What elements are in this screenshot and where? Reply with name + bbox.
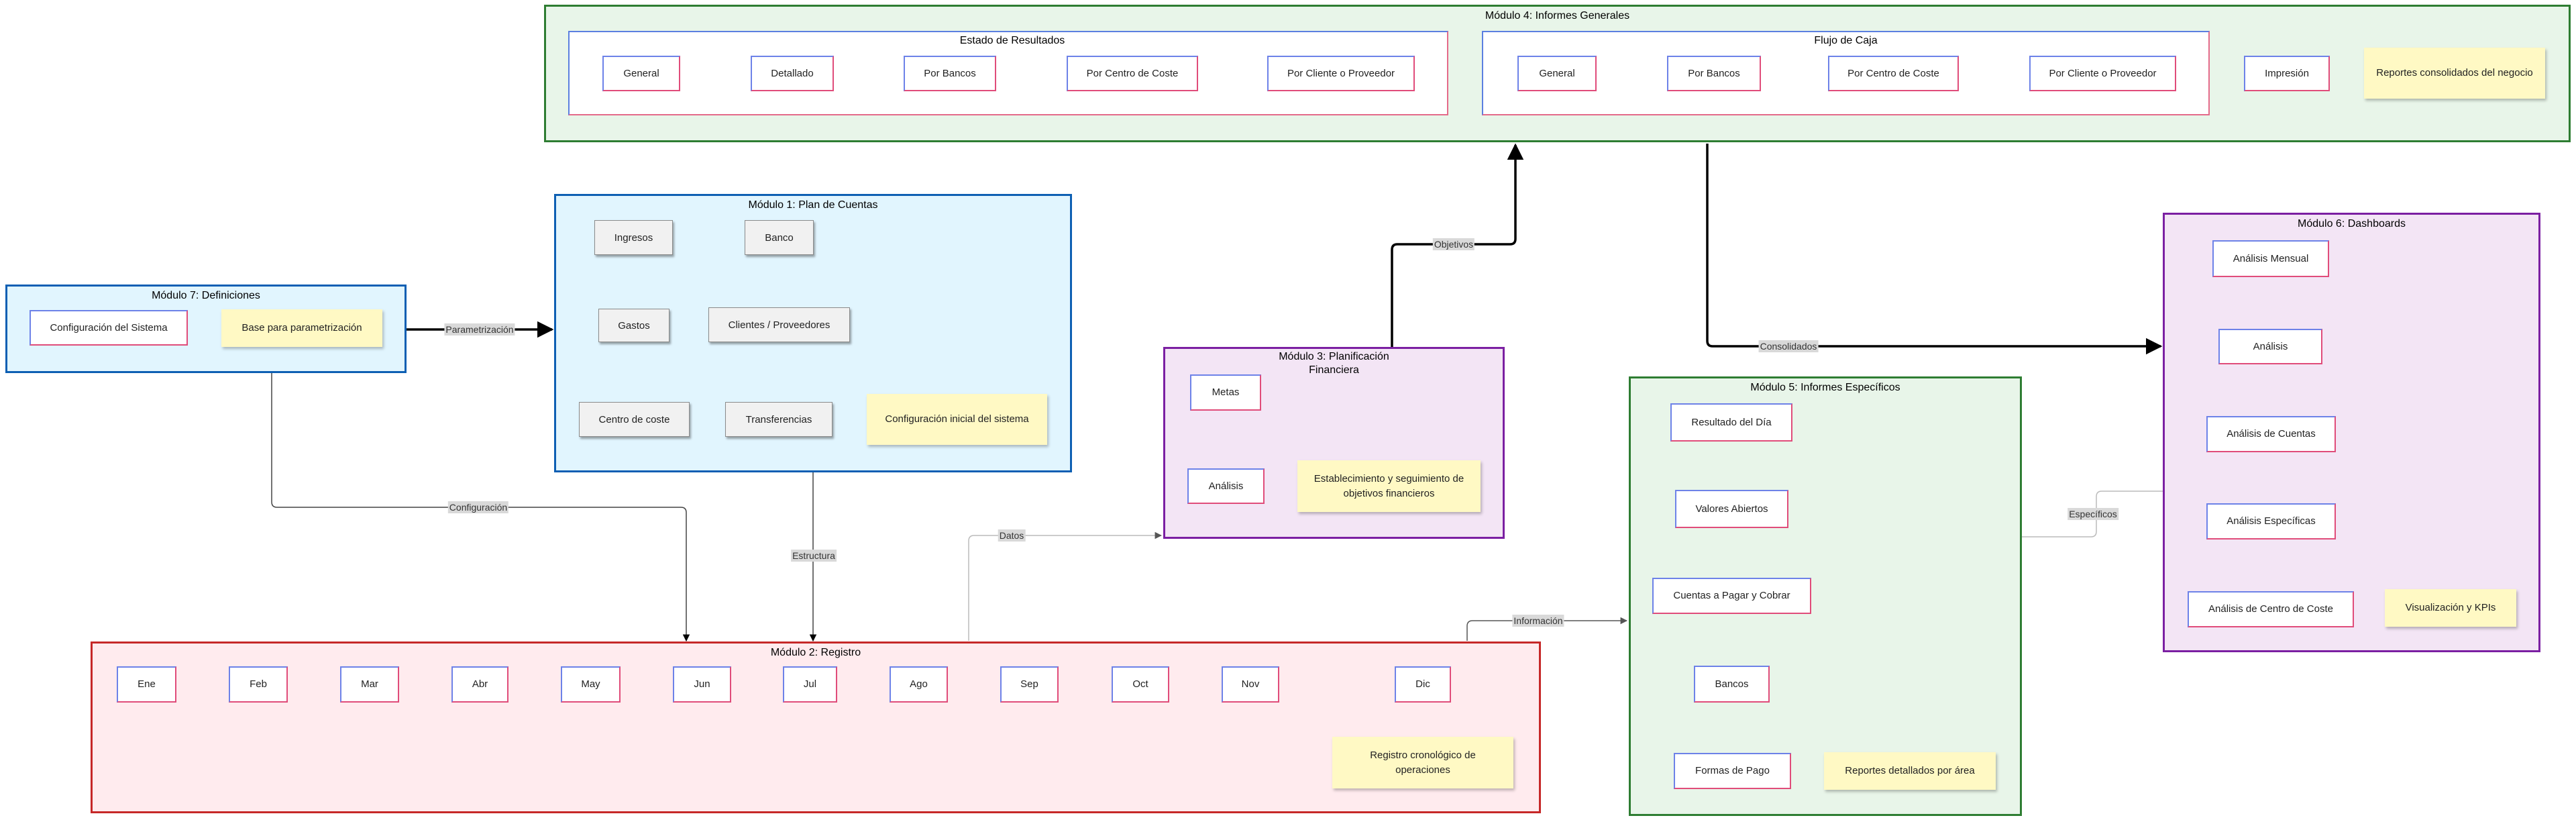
edge-label-especificos: Específicos — [2068, 508, 2118, 520]
edge-label-parametrizacion: Parametrización — [444, 323, 515, 336]
impresion-node[interactable]: Impresión — [2244, 56, 2330, 91]
edge-label-informacion: Información — [1512, 615, 1564, 627]
month-jul-node[interactable]: Jul — [783, 666, 837, 703]
m5-note: Reportes detallados por área — [1824, 752, 1996, 790]
configuracion-sistema-node[interactable]: Configuración del Sistema — [30, 310, 188, 346]
m1-note: Configuración inicial del sistema — [867, 394, 1047, 445]
edge-label-consolidados: Consolidados — [1758, 340, 1819, 352]
m7-note: Base para parametrización — [221, 309, 382, 347]
m6-note: Visualización y KPIs — [2385, 589, 2516, 627]
edge-label-estructura: Estructura — [791, 550, 837, 562]
fc-por-cliente-proveedor-node[interactable]: Por Cliente o Proveedor — [2029, 56, 2176, 91]
fc-por-bancos-node[interactable]: Por Bancos — [1667, 56, 1761, 91]
fc-general-node[interactable]: General — [1517, 56, 1597, 91]
month-dic-node[interactable]: Dic — [1395, 666, 1451, 703]
resultado-del-dia-node[interactable]: Resultado del Día — [1670, 403, 1792, 442]
module-1-title: Módulo 1: Plan de Cuentas — [748, 199, 878, 211]
edge-label-configuracion: Configuración — [447, 501, 509, 513]
module-3-title-line1: Módulo 3: Planificación — [1279, 351, 1389, 362]
er-general-node[interactable]: General — [602, 56, 680, 91]
flujo-caja-title: Flujo de Caja — [1814, 35, 1878, 46]
m3-analisis-node[interactable]: Análisis — [1187, 468, 1265, 504]
er-por-centro-coste-node[interactable]: Por Centro de Coste — [1067, 56, 1198, 91]
valores-abiertos-node[interactable]: Valores Abiertos — [1675, 490, 1788, 528]
estado-resultados-title: Estado de Resultados — [959, 35, 1065, 46]
banco-node[interactable]: Banco — [745, 220, 814, 255]
analisis-especificas-node[interactable]: Análisis Específicas — [2206, 503, 2336, 540]
m6-analisis-node[interactable]: Análisis — [2218, 329, 2322, 364]
month-feb-node[interactable]: Feb — [229, 666, 288, 703]
m2-note: Registro cronológico de operaciones — [1332, 737, 1513, 788]
edge-label-datos: Datos — [998, 529, 1026, 542]
module-4-title: Módulo 4: Informes Generales — [1485, 10, 1630, 21]
bancos-node[interactable]: Bancos — [1694, 666, 1770, 703]
er-por-bancos-node[interactable]: Por Bancos — [904, 56, 996, 91]
clientes-proveedores-node[interactable]: Clientes / Proveedores — [708, 307, 850, 342]
month-sep-node[interactable]: Sep — [1000, 666, 1059, 703]
module-6-title: Módulo 6: Dashboards — [2298, 218, 2406, 229]
m4-note: Reportes consolidados del negocio — [2364, 48, 2545, 99]
month-may-node[interactable]: May — [561, 666, 621, 703]
analisis-centro-coste-node[interactable]: Análisis de Centro de Coste — [2188, 591, 2354, 627]
cuentas-pagar-cobrar-node[interactable]: Cuentas a Pagar y Cobrar — [1652, 578, 1811, 614]
er-detallado-node[interactable]: Detallado — [751, 56, 834, 91]
month-ago-node[interactable]: Ago — [890, 666, 948, 703]
edge-label-objetivos: Objetivos — [1432, 238, 1475, 250]
month-ene-node[interactable]: Ene — [117, 666, 176, 703]
month-oct-node[interactable]: Oct — [1112, 666, 1169, 703]
fc-por-centro-coste-node[interactable]: Por Centro de Coste — [1828, 56, 1959, 91]
month-abr-node[interactable]: Abr — [451, 666, 508, 703]
gastos-node[interactable]: Gastos — [598, 309, 669, 342]
month-mar-node[interactable]: Mar — [340, 666, 399, 703]
month-nov-node[interactable]: Nov — [1222, 666, 1279, 703]
er-por-cliente-proveedor-node[interactable]: Por Cliente o Proveedor — [1267, 56, 1415, 91]
transferencias-node[interactable]: Transferencias — [725, 402, 833, 437]
month-jun-node[interactable]: Jun — [673, 666, 731, 703]
centro-de-coste-node[interactable]: Centro de coste — [579, 402, 690, 437]
analisis-de-cuentas-node[interactable]: Análisis de Cuentas — [2206, 416, 2336, 452]
module-3-title-line2: Financiera — [1309, 364, 1359, 376]
module-7-title: Módulo 7: Definiciones — [152, 290, 260, 301]
module-5-title: Módulo 5: Informes Específicos — [1750, 382, 1900, 393]
formas-de-pago-node[interactable]: Formas de Pago — [1674, 753, 1791, 789]
ingresos-node[interactable]: Ingresos — [594, 220, 673, 255]
analisis-mensual-node[interactable]: Análisis Mensual — [2212, 240, 2329, 277]
m3-note: Establecimiento y seguimiento de objetiv… — [1297, 460, 1481, 512]
metas-node[interactable]: Metas — [1190, 374, 1261, 411]
module-2-title: Módulo 2: Registro — [770, 647, 861, 658]
